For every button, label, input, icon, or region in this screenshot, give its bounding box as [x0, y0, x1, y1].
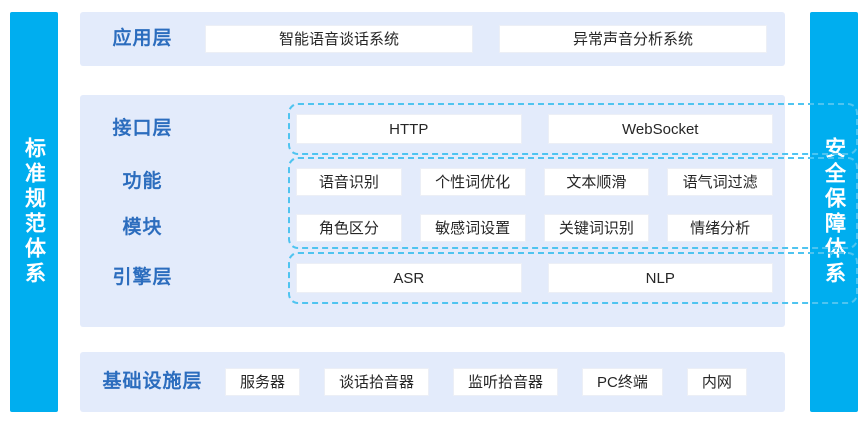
function-module-label-line2: 模块 — [122, 216, 163, 238]
engine-layer-label: 引擎层 — [112, 266, 173, 288]
infrastructure-layer-label: 基础设施层 — [102, 370, 203, 392]
function-module-group-border — [288, 157, 858, 249]
application-layer-label: 应用层 — [112, 27, 173, 49]
interface-item-websocket[interactable]: WebSocket — [547, 114, 773, 144]
function-module-item[interactable]: 个性词优化 — [419, 168, 526, 196]
core-layers-panel: 接口层 HTTP WebSocket 功能 语音识别 个性词优化 文本顺滑 语气… — [80, 95, 858, 327]
interface-layer-items: HTTP WebSocket — [296, 114, 785, 144]
function-module-item[interactable]: 关键词识别 — [543, 214, 650, 242]
interface-item-http[interactable]: HTTP — [296, 114, 522, 144]
interface-layer-row: 接口层 HTTP WebSocket — [80, 103, 785, 155]
engine-layer-items: ASR NLP — [296, 263, 785, 293]
application-layer-panel: 应用层 智能语音谈话系统 异常声音分析系统 — [80, 12, 785, 66]
engine-item-nlp[interactable]: NLP — [547, 263, 773, 293]
right-sidebar-label: 安全保障体系 — [822, 137, 846, 287]
left-sidebar-standard-system: 标准规范体系 — [10, 12, 58, 412]
function-module-row-1: 功能 语音识别 个性词优化 文本顺滑 语气词过滤 — [80, 159, 785, 205]
function-module-item[interactable]: 语音识别 — [296, 168, 402, 196]
engine-group-border — [288, 252, 858, 304]
infrastructure-item[interactable]: 内网 — [686, 368, 747, 396]
interface-layer-label: 接口层 — [112, 117, 173, 139]
function-module-item[interactable]: 语气词过滤 — [667, 168, 773, 196]
function-module-items-row2: 角色区分 敏感词设置 关键词识别 情绪分析 — [296, 214, 785, 242]
function-module-item[interactable]: 文本顺滑 — [543, 168, 650, 196]
function-module-row-2: 模块 角色区分 敏感词设置 关键词识别 情绪分析 — [80, 205, 785, 251]
function-module-items-row1: 语音识别 个性词优化 文本顺滑 语气词过滤 — [296, 168, 785, 196]
infrastructure-layer-row: 基础设施层 服务器 谈话拾音器 监听拾音器 PC终端 内网 — [80, 352, 785, 412]
application-layer-row: 应用层 智能语音谈话系统 异常声音分析系统 — [80, 12, 785, 66]
application-layer-items: 智能语音谈话系统 异常声音分析系统 — [205, 25, 785, 53]
infrastructure-item[interactable]: PC终端 — [582, 368, 663, 396]
function-module-item[interactable]: 情绪分析 — [667, 214, 773, 242]
application-item[interactable]: 智能语音谈话系统 — [205, 25, 473, 53]
infrastructure-layer-panel: 基础设施层 服务器 谈话拾音器 监听拾音器 PC终端 内网 — [80, 352, 785, 412]
function-module-item[interactable]: 敏感词设置 — [419, 214, 526, 242]
interface-group-border — [288, 103, 858, 155]
engine-item-asr[interactable]: ASR — [296, 263, 522, 293]
infrastructure-layer-items: 服务器 谈话拾音器 监听拾音器 PC终端 内网 — [225, 368, 785, 396]
function-module-item[interactable]: 角色区分 — [296, 214, 402, 242]
application-item[interactable]: 异常声音分析系统 — [499, 25, 767, 53]
left-sidebar-label: 标准规范体系 — [22, 137, 46, 287]
right-sidebar-security-system: 安全保障体系 — [810, 12, 858, 412]
infrastructure-item[interactable]: 服务器 — [225, 368, 301, 396]
infrastructure-item[interactable]: 监听拾音器 — [453, 368, 559, 396]
engine-layer-row: 引擎层 ASR NLP — [80, 252, 785, 304]
function-module-label-line1: 功能 — [122, 170, 163, 192]
infrastructure-item[interactable]: 谈话拾音器 — [324, 368, 430, 396]
